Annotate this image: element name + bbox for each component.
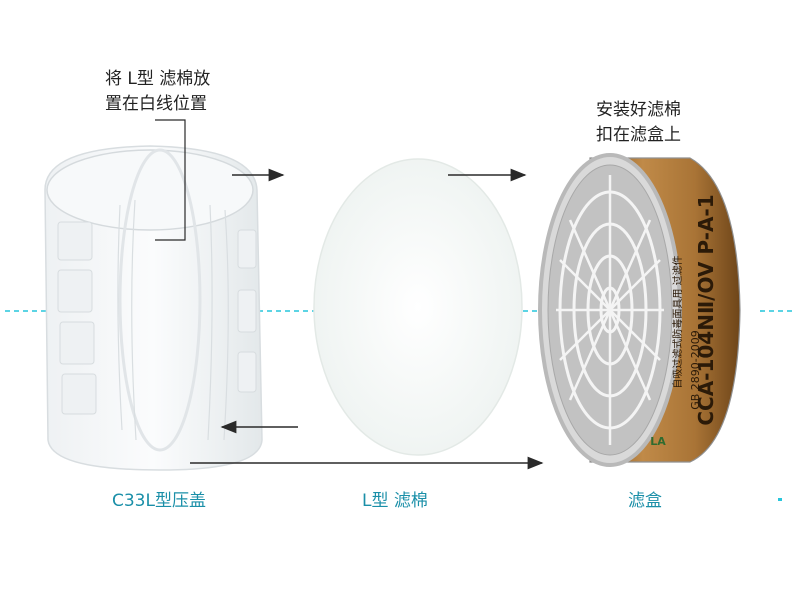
cartridge-brand-mark: LA (650, 435, 666, 448)
cartridge-note-line-2: 扣在滤盒上 (596, 125, 681, 145)
cap-instruction-note: 将 L型 滤棉放 置在白线位置 (105, 67, 210, 117)
cap-label: C33L型压盖 (112, 491, 206, 511)
cartridge-chinese-text: 自吸过滤式防毒面具用 过滤件 (671, 255, 684, 388)
cartridge-instruction-note: 安装好滤棉 扣在滤盒上 (596, 98, 681, 148)
cap-note-line-2: 置在白线位置 (105, 94, 207, 114)
cartridge-label: 滤盒 (628, 491, 662, 511)
cap-note-line-1: 将 L型 滤棉放 (105, 69, 211, 89)
cartridge-note-line-1: 安装好滤棉 (596, 100, 681, 120)
cap-ring-illustration (44, 119, 263, 471)
cartridge-standard-text: GB 2890-2009 (689, 330, 702, 410)
cartridge-model-text: CCA-104NⅡ/OV P-A-1 (694, 194, 718, 425)
filter-disc-illustration (313, 158, 523, 456)
filter-label: L型 滤棉 (362, 491, 428, 511)
cartridge-illustration: CCA-104NⅡ/OV P-A-1 自吸过滤式防毒面具用 过滤件 GB 289… (538, 153, 741, 467)
assembly-arrows (190, 168, 544, 470)
guide-marker (778, 498, 782, 501)
